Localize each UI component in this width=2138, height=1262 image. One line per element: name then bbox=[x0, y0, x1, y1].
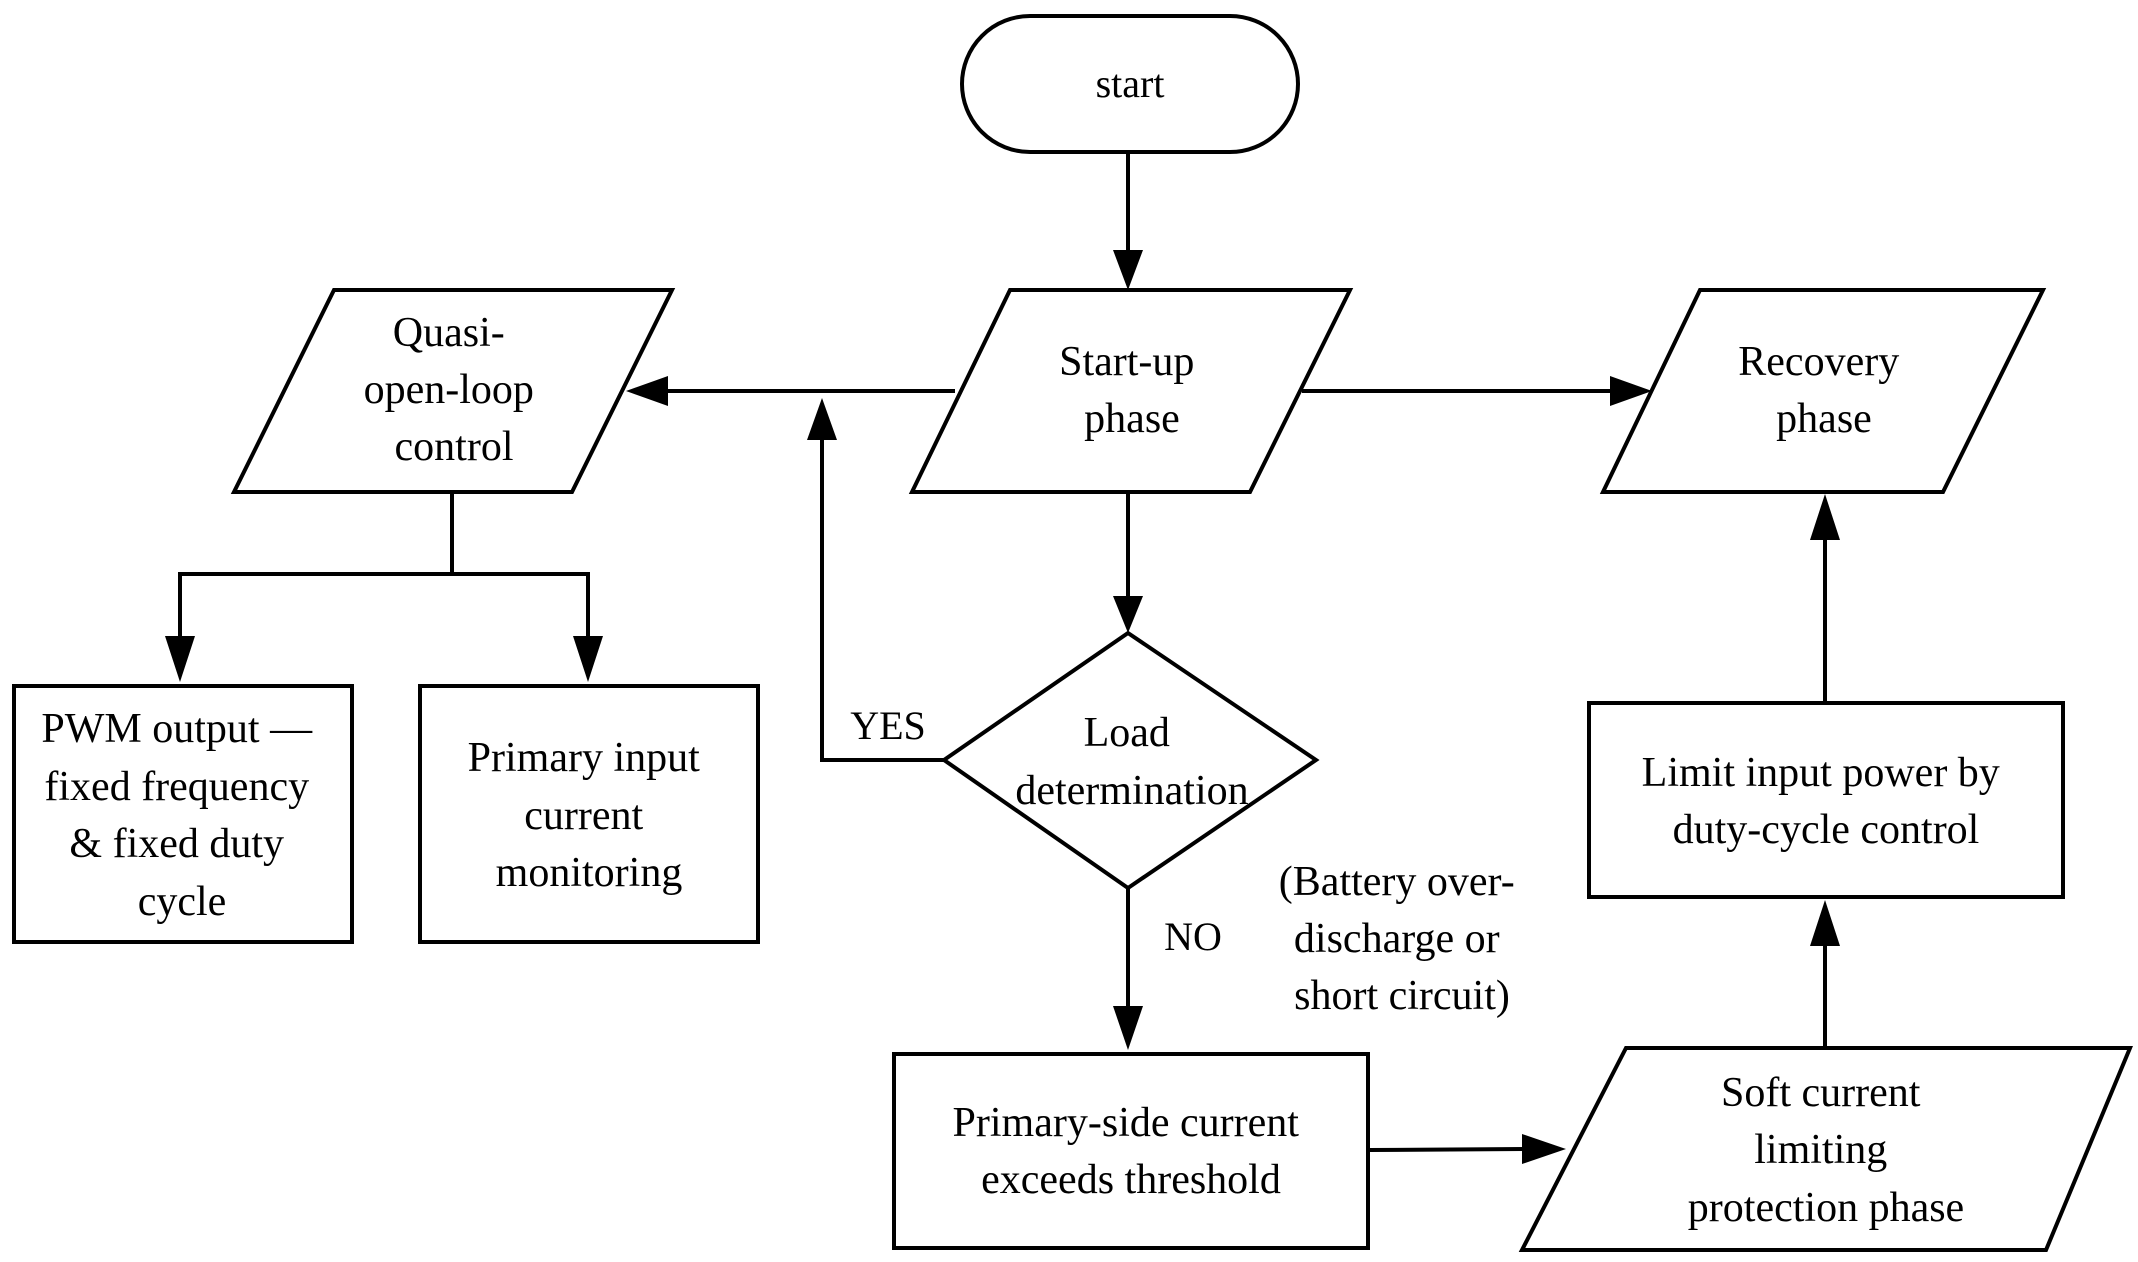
note-label: (Battery over- discharge or short circui… bbox=[1279, 859, 1525, 1019]
start-label: start bbox=[1096, 61, 1165, 106]
limit-label: Limit input power by duty-cycle control bbox=[1642, 750, 2011, 853]
arrowhead-startup-to-recovery bbox=[1610, 376, 1652, 406]
quasi-parallelogram bbox=[230, 288, 676, 494]
arrowhead-start-to-startup bbox=[1113, 250, 1143, 290]
yes-loop-line bbox=[820, 440, 944, 762]
arrowhead-limit-to-recovery bbox=[1810, 494, 1840, 540]
no-label: NO bbox=[1164, 914, 1222, 959]
load-label: Load determination bbox=[1015, 710, 1248, 814]
arrowhead-startup-to-load bbox=[1113, 596, 1143, 633]
yes-label: YES bbox=[850, 703, 926, 748]
quasi-label: Quasi- open-loop control bbox=[364, 310, 545, 470]
arrowhead-to-pwm bbox=[165, 636, 195, 682]
arrowhead-to-monitor bbox=[573, 636, 603, 682]
threshold-label: Primary-side current exceeds threshold bbox=[953, 1100, 1310, 1203]
arrow-threshold-to-soft bbox=[1369, 1147, 1525, 1152]
load-diamond bbox=[940, 630, 1320, 891]
startup-label: Start-up phase bbox=[1059, 339, 1205, 442]
quasi-branch-line-right bbox=[452, 572, 590, 640]
threshold-box bbox=[892, 1052, 1370, 1250]
soft-label: Soft current limiting protection phase bbox=[1688, 1070, 1964, 1231]
monitor-box bbox=[418, 684, 760, 944]
connectors bbox=[165, 152, 1840, 1164]
startup-parallelogram bbox=[908, 288, 1354, 494]
monitor-label: Primary input current monitoring bbox=[468, 735, 711, 896]
arrowhead-load-to-threshold bbox=[1113, 1006, 1143, 1050]
arrowhead-threshold-to-soft bbox=[1522, 1134, 1566, 1164]
recovery-parallelogram bbox=[1599, 288, 2047, 494]
recovery-label: Recovery phase bbox=[1738, 339, 1909, 442]
arrowhead-yes-loop bbox=[807, 398, 837, 440]
soft-parallelogram bbox=[1518, 1046, 2133, 1252]
limit-box bbox=[1587, 701, 2065, 899]
pwm-box bbox=[12, 684, 354, 944]
arrowhead-startup-to-quasi bbox=[626, 376, 668, 406]
start-terminator bbox=[960, 14, 1300, 154]
pwm-label: PWM output — fixed frequency & fixed dut… bbox=[41, 706, 322, 925]
quasi-branch-line bbox=[178, 492, 454, 640]
arrowhead-soft-to-limit bbox=[1810, 900, 1840, 946]
